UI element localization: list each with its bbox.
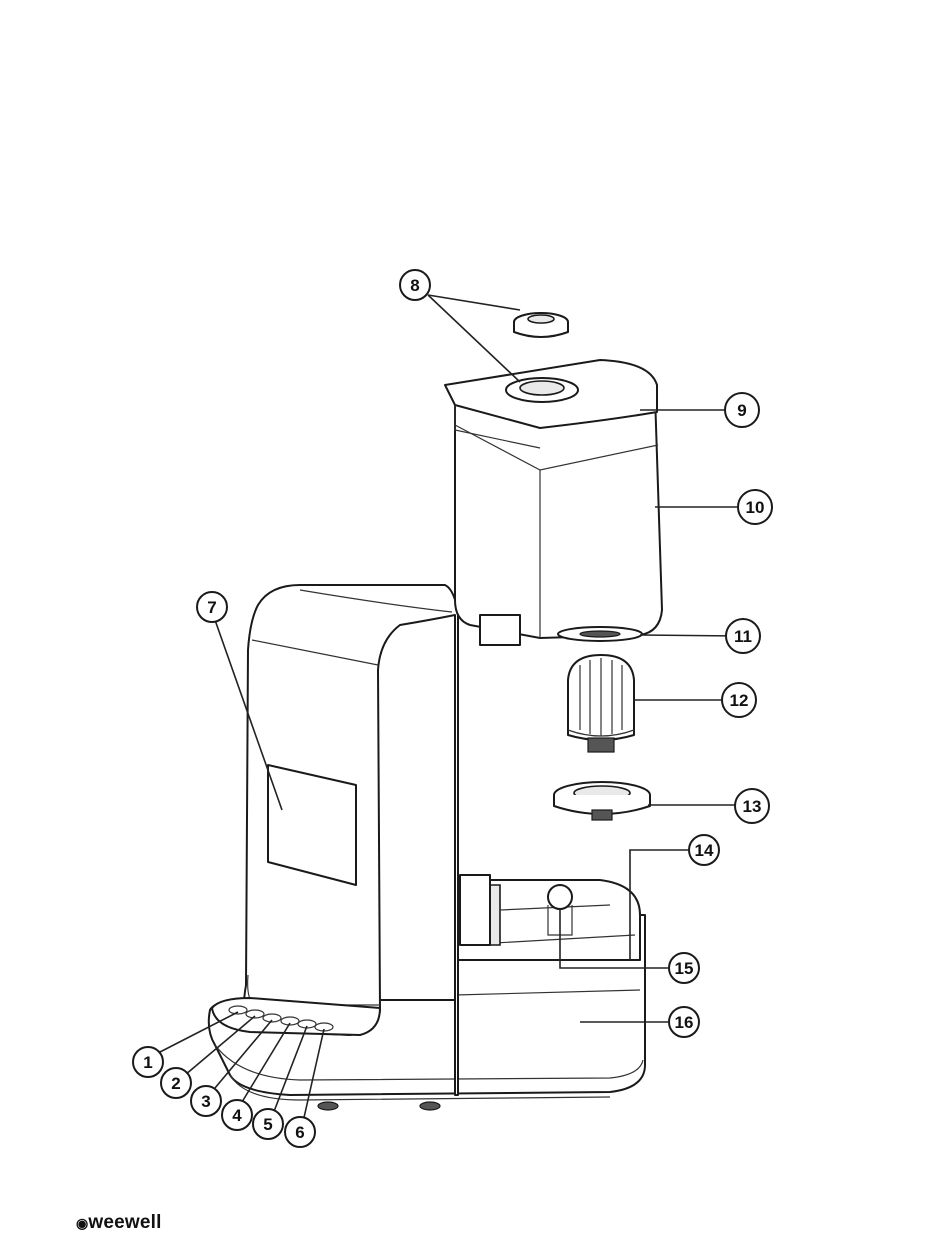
tank-cap — [514, 313, 568, 337]
callout-label: 11 — [734, 627, 752, 646]
tank-valve — [558, 627, 642, 641]
callout-label: 15 — [675, 959, 694, 978]
callout-1: 1 — [133, 1047, 163, 1077]
callout-label: 13 — [743, 797, 762, 816]
drop-icon: ◉ — [76, 1215, 88, 1231]
callout-label: 1 — [143, 1053, 152, 1072]
callout-label: 16 — [675, 1013, 694, 1032]
callout-14: 14 — [689, 835, 719, 865]
callout-label: 5 — [263, 1115, 272, 1134]
water-tank — [455, 395, 662, 645]
callout-label: 14 — [695, 841, 714, 860]
callout-label: 4 — [232, 1106, 242, 1125]
brand-logo-text: weewell — [88, 1212, 161, 1233]
callout-16: 16 — [669, 1007, 699, 1037]
callout-label: 9 — [737, 401, 746, 420]
callout-8: 8 — [400, 270, 430, 300]
callout-label: 8 — [410, 276, 419, 295]
callout-label: 7 — [207, 598, 216, 617]
callout-3: 3 — [191, 1086, 221, 1116]
callout-label: 3 — [201, 1092, 210, 1111]
callout-6: 6 — [285, 1117, 315, 1147]
brand-logo: ◉weewell — [76, 1212, 162, 1234]
filter-holder — [554, 782, 650, 820]
callout-label: 10 — [746, 498, 765, 517]
callout-9: 9 — [725, 393, 759, 427]
callout-10: 10 — [738, 490, 772, 524]
callout-12: 12 — [722, 683, 756, 717]
callout-4: 4 — [222, 1100, 252, 1130]
callout-label: 2 — [171, 1074, 180, 1093]
callout-label: 12 — [730, 691, 749, 710]
callout-15: 15 — [669, 953, 699, 983]
filter-cartridge — [568, 655, 634, 752]
callout-11: 11 — [726, 619, 760, 653]
callout-13: 13 — [735, 789, 769, 823]
callout-7: 7 — [197, 592, 227, 622]
callout-2: 2 — [161, 1068, 191, 1098]
water-basin — [458, 875, 640, 960]
callout-label: 6 — [295, 1123, 304, 1142]
callout-5: 5 — [253, 1109, 283, 1139]
